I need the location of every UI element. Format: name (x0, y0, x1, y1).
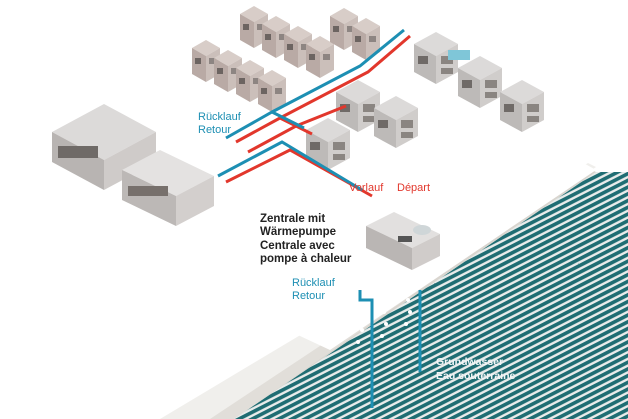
apartment-blocks (306, 32, 544, 170)
return-label-top-fr: Retour (198, 124, 232, 136)
central-label-line2: Wärmepumpe (260, 226, 337, 238)
central-label-line4: pompe à chaleur (260, 253, 352, 265)
central-label-line3: Centrale avec (260, 240, 335, 252)
groundwater-label-de: Grundwasser (436, 356, 504, 368)
return-pipe (217, 28, 422, 408)
industrial-building (52, 104, 214, 226)
groundwater-label-fr: Eau souterraine (436, 370, 516, 382)
heat-pump-central (366, 212, 440, 270)
supply-label-de: Vorlauf (349, 182, 384, 194)
terrain-surface (30, 40, 596, 350)
supply-label-fr: Départ (397, 182, 431, 194)
return-label-bottom-de: Rücklauf (292, 277, 335, 289)
return-label-top-de: Rücklauf (198, 111, 241, 123)
central-label-line1: Zentrale mit (260, 213, 326, 225)
groundwater-bubbles (356, 298, 412, 344)
return-label-bottom-fr: Retour (292, 290, 326, 302)
